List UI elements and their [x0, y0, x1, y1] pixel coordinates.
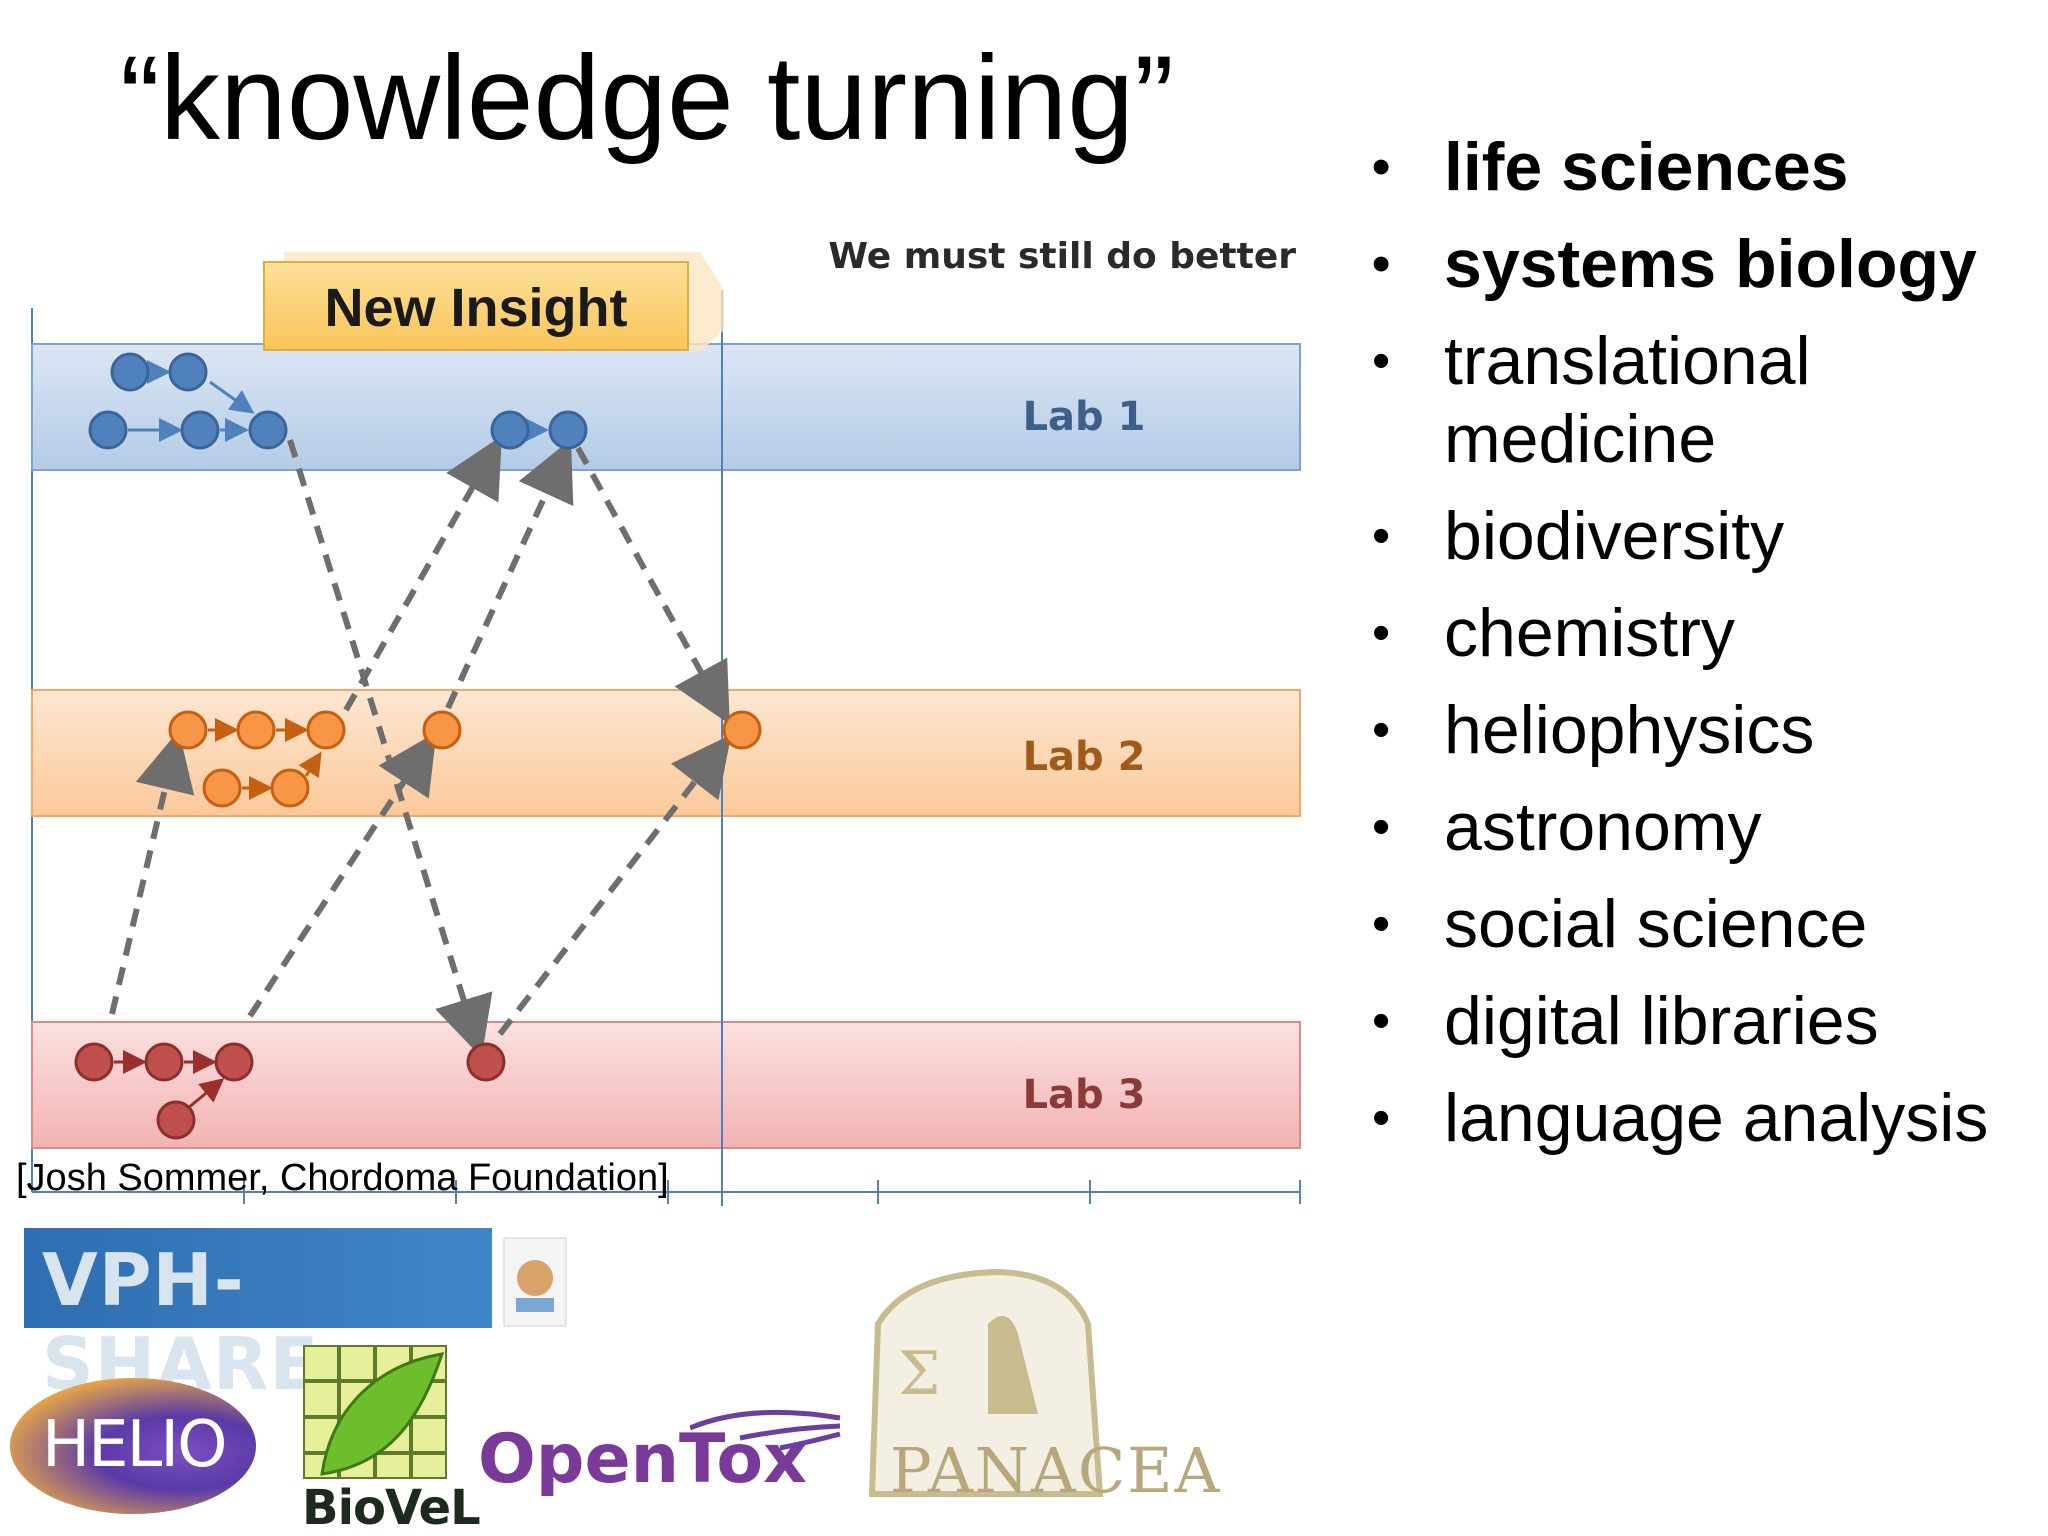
domain-item: •translational medicine [1372, 322, 2048, 478]
new-insight-label: New Insight [324, 278, 627, 338]
lab2-node [238, 712, 274, 748]
bullet-icon: • [1372, 225, 1390, 303]
panacea-logo: PANACEA [890, 1434, 1221, 1507]
lab2-node [204, 770, 240, 806]
bullet-icon: • [1372, 885, 1390, 963]
lab2-node [308, 712, 344, 748]
domain-item: •chemistry [1372, 594, 2048, 672]
domain-item: •life sciences [1372, 128, 2048, 206]
lab3-node [76, 1044, 112, 1080]
bullet-icon: • [1372, 691, 1390, 769]
svg-text:Σ: Σ [898, 1339, 940, 1409]
lab3-node [468, 1044, 504, 1080]
bullet-icon: • [1372, 322, 1390, 400]
lab2-node [724, 712, 760, 748]
domain-item: •digital libraries [1372, 982, 2048, 1060]
lab3-node [146, 1044, 182, 1080]
vph-share-logo: VPH-SHARE [24, 1228, 492, 1328]
lab1-node [182, 412, 218, 448]
bullet-icon: • [1372, 497, 1390, 575]
lab2-node [170, 712, 206, 748]
lab3-node [158, 1102, 194, 1138]
biovel-label: BioVeL [302, 1480, 480, 1536]
lab1-node [492, 412, 528, 448]
bullet-icon: • [1372, 128, 1390, 206]
bullet-icon: • [1372, 1079, 1390, 1157]
lab2-node [272, 770, 308, 806]
bullet-icon: • [1372, 788, 1390, 866]
lab2-node [424, 712, 460, 748]
domain-item: •systems biology [1372, 225, 2048, 303]
helio-logo: HELIO [10, 1378, 256, 1514]
domain-item: •biodiversity [1372, 497, 2048, 575]
user-guide-icon [502, 1236, 568, 1328]
opentox-swoosh-icon [690, 1398, 850, 1458]
lab1-node [112, 354, 148, 390]
domain-list: •life sciences •systems biology •transla… [1372, 128, 2048, 1176]
domain-item: •heliophysics [1372, 691, 2048, 769]
lane-label-lab1: Lab 1 [1023, 394, 1146, 440]
lane-label-lab3: Lab 3 [1023, 1072, 1146, 1118]
lab1-node [170, 354, 206, 390]
domain-item: •social science [1372, 885, 2048, 963]
lab1-node [250, 412, 286, 448]
citation: [Josh Sommer, Chordoma Foundation] [16, 1157, 669, 1200]
lab1-node [90, 412, 126, 448]
domain-item: •language analysis [1372, 1079, 2048, 1157]
bullet-icon: • [1372, 982, 1390, 1060]
lab1-node [550, 412, 586, 448]
header-note: We must still do better [828, 236, 1296, 277]
lab3-node [216, 1044, 252, 1080]
bullet-icon: • [1372, 594, 1390, 672]
lane-label-lab2: Lab 2 [1023, 734, 1146, 780]
domain-item: •astronomy [1372, 788, 2048, 866]
